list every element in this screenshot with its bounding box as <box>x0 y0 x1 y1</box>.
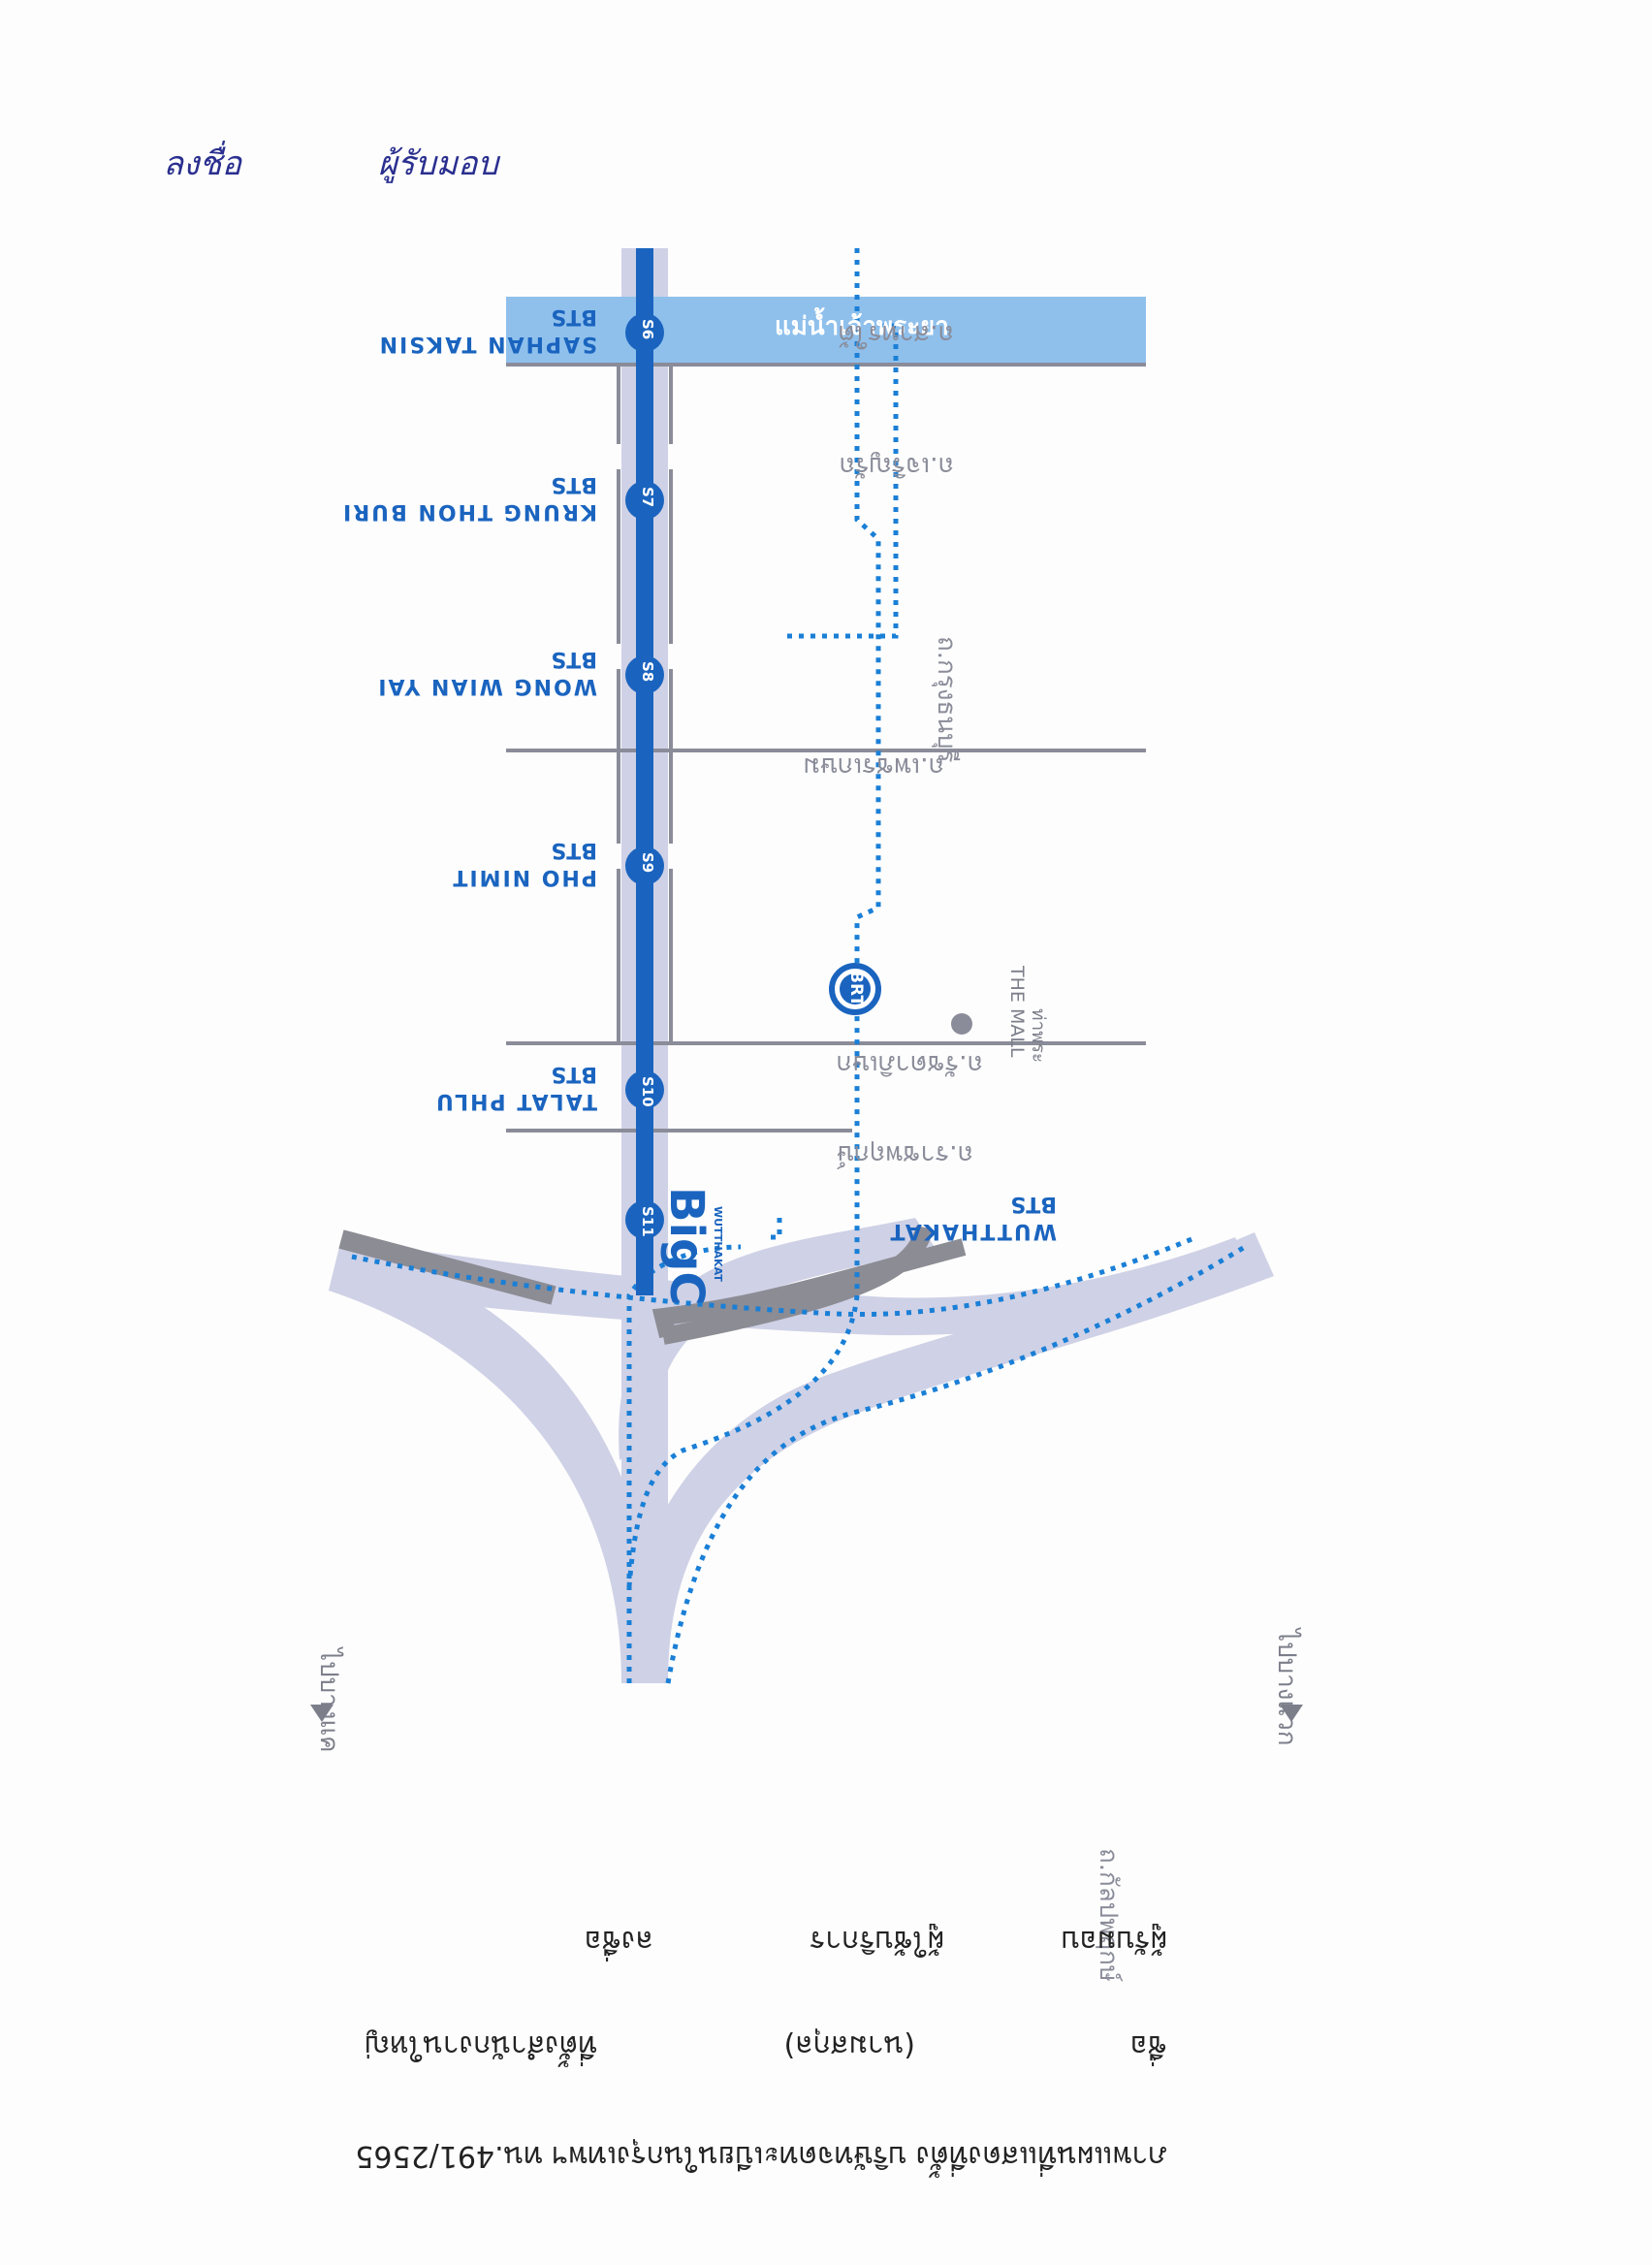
station-code-s7: S7 <box>639 487 656 508</box>
triangle-arrow-icon <box>1280 1705 1303 1722</box>
signature-left: ลงชื่อ <box>163 144 241 183</box>
destination-right: ไปบางแวก <box>1272 1629 1301 1746</box>
caption-line-3-mid: ผู้ใช้บริการ <box>810 1924 944 1958</box>
station-circle-icon <box>625 655 664 694</box>
caption-line-3-left: ผู้รับมอบ <box>1061 1924 1167 1958</box>
road-label-sathon: ถ.สาทรใต้ <box>838 319 954 349</box>
station-markers <box>625 313 664 1239</box>
triangle-arrow-icon <box>310 1705 334 1722</box>
station-circle-icon <box>625 313 664 352</box>
station-name-s11: WUTTHAKAT <box>888 1219 1057 1243</box>
station-code-s6: S6 <box>639 319 656 340</box>
dark-segment-c <box>661 1225 934 1345</box>
caption-line-1: ภาพแผนที่แสดงที่ตั้ง บริษัทจดทะเบียนในกร… <box>355 2139 1167 2173</box>
road-corridor-bottom-connector <box>329 1237 1255 1336</box>
station-code-s9: S9 <box>639 852 656 874</box>
signature-right: ผู้รับมอบ <box>377 144 498 183</box>
cross-roads <box>506 363 1146 1132</box>
station-name-s6: SAPHAN TAKSIN <box>377 332 597 356</box>
station-line-s8: BTS <box>551 647 597 671</box>
bigc-dotted-spur <box>770 1218 782 1240</box>
station-code-s8: S8 <box>639 661 656 683</box>
station-name-s8: WONG WIAN YAI <box>376 674 597 698</box>
mall-name: THE MALL <box>1006 966 1028 1058</box>
road-label-phetkasem: ถ.เพชรเกษม <box>803 751 944 782</box>
station-line-s10: BTS <box>551 1062 597 1086</box>
station-circle-icon <box>625 1200 664 1239</box>
road-label-charoen-rat: ถ.เจริญรัถ <box>839 451 954 481</box>
station-name-s7: KRUNG THON BURI <box>341 499 597 524</box>
road-label-kanlapaphruek: ถ.กัลปพฤกษ์ <box>1094 1848 1123 1982</box>
station-circle-icon <box>625 1070 664 1109</box>
road-corridor-inner-curve <box>619 1218 935 1460</box>
river-band <box>506 297 1146 365</box>
station-circle-icon <box>625 846 664 885</box>
brt-dotted-line <box>351 323 1247 1684</box>
bigc-logo: BigC <box>659 1187 714 1306</box>
station-line-s11: BTS <box>1010 1192 1057 1216</box>
station-circle-icon <box>625 481 664 520</box>
bts-line <box>636 248 653 1295</box>
caption-line-2-left: ชื่อ <box>1129 2028 1167 2062</box>
station-code-s10: S10 <box>639 1076 656 1107</box>
dark-segment-a <box>338 1229 556 1305</box>
station-line-s9: BTS <box>551 838 597 862</box>
road-label-ratchaphruek: ถ.ราชพฤกษ์ <box>836 1139 973 1169</box>
mall-branch: ท่าพระ <box>1028 1008 1049 1064</box>
caption-line-2-right: ที่ตั้งสำนักงานใหญ่ <box>365 2028 597 2062</box>
road-label-krung-thon: ถ.กรุงธนบุรี <box>932 636 961 763</box>
brt-badge-label: BRT <box>846 971 867 1006</box>
station-code-s11: S11 <box>639 1206 656 1237</box>
caption-line-2-mid: (นามสกุล) <box>783 2028 915 2062</box>
station-line-s7: BTS <box>551 472 597 496</box>
station-name-s10: TALAT PHLU <box>434 1089 597 1113</box>
road-label-ratchada: ถ.รัชดาภิเษก <box>836 1049 983 1079</box>
brt-badge-icon <box>829 963 881 1015</box>
bigc-branch: WUTTHAKAT <box>712 1206 724 1282</box>
brt-dotted-route <box>626 248 881 1587</box>
station-name-s9: PHO NIMIT <box>451 865 597 889</box>
destination-left: ไปบางแค <box>314 1648 343 1753</box>
mall-dot-icon <box>951 1013 972 1035</box>
station-line-s6: BTS <box>551 304 597 329</box>
caption-line-3-right: ลงชื่อ <box>584 1924 653 1958</box>
